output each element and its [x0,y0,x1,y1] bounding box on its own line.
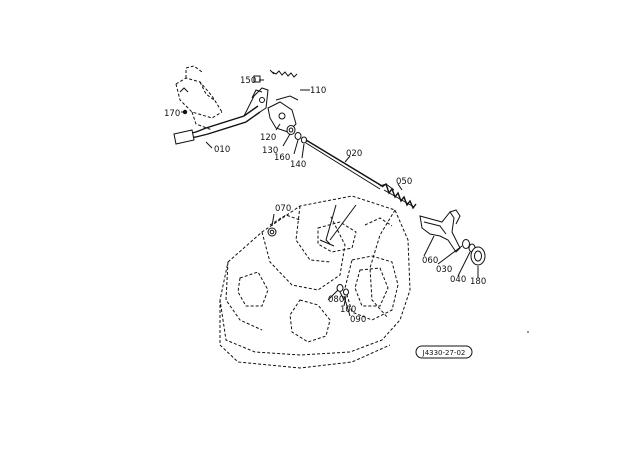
release-fork [419,209,461,253]
pin-070 [267,227,277,237]
callout-180: 180 [470,277,486,287]
callout-050: 050 [396,177,412,187]
callout-160: 160 [274,153,290,163]
small-parts [336,284,349,301]
release-shaft [319,204,357,247]
callout-040: 040 [450,275,466,285]
return-spring [269,69,298,78]
speck [527,331,529,333]
coil-spring [381,182,417,210]
callout-120: 120 [260,133,276,143]
transmission-housing [219,195,411,369]
callout-010: 010 [214,145,230,155]
callout-030: 030 [436,265,452,275]
diagram-code-badge: J4330-27-02 [415,345,473,359]
washers [286,125,308,144]
callout-110: 110 [310,86,326,96]
callout-080: 080 [328,295,344,305]
callout-020: 020 [346,149,362,159]
callout-060: 060 [422,256,438,266]
callout-140: 140 [290,160,306,170]
callout-150: 150 [240,76,256,86]
callout-130: 130 [262,146,278,156]
leader-lines [181,79,479,317]
diagram-code: J4330-27-02 [422,349,466,357]
bearing-parts [462,239,486,266]
callout-170: 170 [164,109,180,119]
pedal-frame [175,65,223,131]
callout-090: 090 [350,315,366,325]
clutch-rod [305,139,395,191]
callout-070: 070 [275,204,291,214]
pedal-arm [173,87,269,145]
pin [253,75,261,83]
callout-100: 100 [340,305,356,315]
callout-labels: 010 020 030 040 050 060 070 080 090 100 … [164,76,486,325]
